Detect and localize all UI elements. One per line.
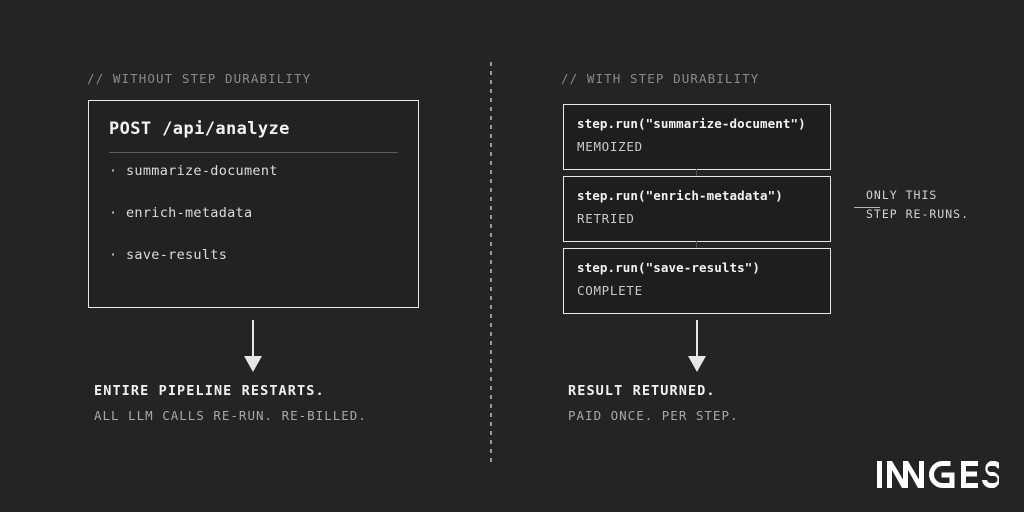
- outcome-subline: PAID ONCE. PER STEP.: [568, 408, 739, 423]
- step-call-label: step.run("summarize-document"): [577, 116, 806, 131]
- bullet-icon: ·: [109, 163, 118, 179]
- step-connector: [696, 169, 697, 177]
- left-flow-arrow-icon: [244, 320, 262, 372]
- outcome-headline: ENTIRE PIPELINE RESTARTS.: [94, 383, 325, 399]
- outcome-subline: ALL LLM CALLS RE-RUN. RE-BILLED.: [94, 408, 367, 423]
- step-call-label: step.run("enrich-metadata"): [577, 188, 783, 203]
- callout-annotation: ONLY THIS STEP RE-RUNS.: [866, 186, 969, 224]
- title-divider-rule: [109, 152, 398, 153]
- arrow-head: [688, 356, 706, 372]
- list-item: · save-results: [109, 247, 402, 289]
- bullet-icon: ·: [109, 247, 118, 263]
- arrow-head: [244, 356, 262, 372]
- status-badge: MEMOIZED: [577, 139, 643, 154]
- step-card-save-results: step.run("save-results") COMPLETE: [563, 248, 831, 314]
- left-outcome-caption: ENTIRE PIPELINE RESTARTS. ALL LLM CALLS …: [94, 381, 367, 426]
- callout-leader-line: [854, 207, 880, 209]
- list-item-label: save-results: [126, 247, 228, 263]
- status-badge: COMPLETE: [577, 283, 643, 298]
- status-badge: RETRIED: [577, 211, 635, 226]
- list-item: · summarize-document: [109, 163, 402, 205]
- step-card-summarize-document: step.run("summarize-document") MEMOIZED: [563, 104, 831, 170]
- pipeline-step-list: · summarize-document · enrich-metadata ·…: [109, 163, 402, 289]
- step-card-enrich-metadata: step.run("enrich-metadata") RETRIED: [563, 176, 831, 242]
- callout-line-1: ONLY THIS: [866, 188, 938, 202]
- callout-line-2: STEP RE-RUNS.: [866, 207, 970, 221]
- bullet-icon: ·: [109, 205, 118, 221]
- inngest-logo: [877, 460, 1003, 492]
- step-connector: [696, 241, 697, 249]
- monolithic-request-box: POST /api/analyze · summarize-document ·…: [88, 100, 419, 308]
- request-endpoint-title: POST /api/analyze: [109, 119, 290, 139]
- right-outcome-caption: RESULT RETURNED. PAID ONCE. PER STEP.: [568, 381, 739, 426]
- arrow-shaft: [696, 320, 698, 358]
- inngest-wordmark-icon: [877, 460, 1003, 489]
- list-item-label: summarize-document: [126, 163, 278, 179]
- step-call-label: step.run("save-results"): [577, 260, 761, 275]
- list-item-label: enrich-metadata: [126, 205, 253, 221]
- list-item: · enrich-metadata: [109, 205, 402, 247]
- right-column-comment: // WITH STEP DURABILITY: [561, 71, 760, 86]
- outcome-headline: RESULT RETURNED.: [568, 383, 716, 399]
- column-divider: [490, 62, 492, 462]
- right-flow-arrow-icon: [688, 320, 706, 372]
- arrow-shaft: [252, 320, 254, 358]
- left-column-comment: // WITHOUT STEP DURABILITY: [87, 71, 312, 86]
